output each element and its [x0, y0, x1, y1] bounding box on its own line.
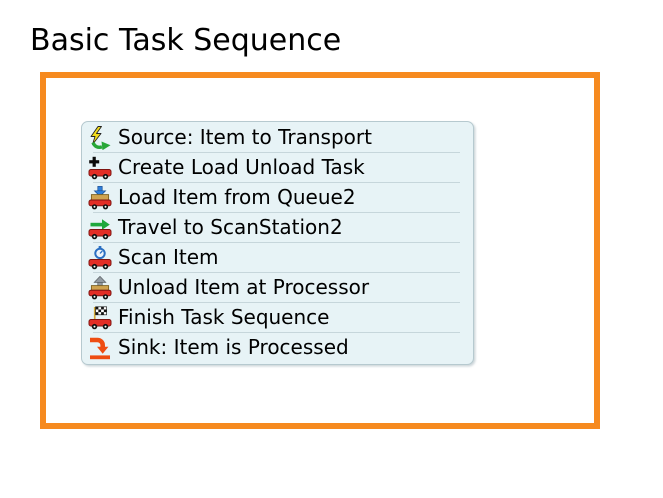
activity-row[interactable]: Unload Item at Processor: [82, 273, 473, 303]
page-title: Basic Task Sequence: [30, 23, 342, 58]
activity-row[interactable]: Travel to ScanStation2: [82, 213, 473, 243]
activity-row[interactable]: Sink: Item is Processed: [82, 333, 473, 363]
activity-list: Source: Item to Transport Create Load Un…: [81, 121, 474, 365]
scan-icon: [88, 246, 112, 270]
create-task-icon: [88, 156, 112, 180]
activity-row[interactable]: Create Load Unload Task: [82, 153, 473, 183]
activity-label: Source: Item to Transport: [118, 125, 372, 149]
activity-row[interactable]: Load Item from Queue2: [82, 183, 473, 213]
activity-label: Sink: Item is Processed: [118, 335, 349, 359]
activity-row[interactable]: Finish Task Sequence: [82, 303, 473, 333]
activity-row[interactable]: Scan Item: [82, 243, 473, 273]
activity-label: Scan Item: [118, 245, 219, 269]
travel-icon: [88, 216, 112, 240]
activity-label: Unload Item at Processor: [118, 275, 370, 299]
load-icon: [88, 186, 112, 210]
activity-label: Finish Task Sequence: [118, 305, 330, 329]
activity-label: Travel to ScanStation2: [118, 215, 343, 239]
source-icon: [88, 126, 112, 150]
activity-label: Create Load Unload Task: [118, 155, 365, 179]
finish-icon: [88, 306, 112, 330]
unload-icon: [88, 276, 112, 300]
activity-row[interactable]: Source: Item to Transport: [82, 123, 473, 153]
activity-label: Load Item from Queue2: [118, 185, 356, 209]
diagram-frame: [40, 72, 600, 429]
sink-icon: [88, 336, 112, 360]
